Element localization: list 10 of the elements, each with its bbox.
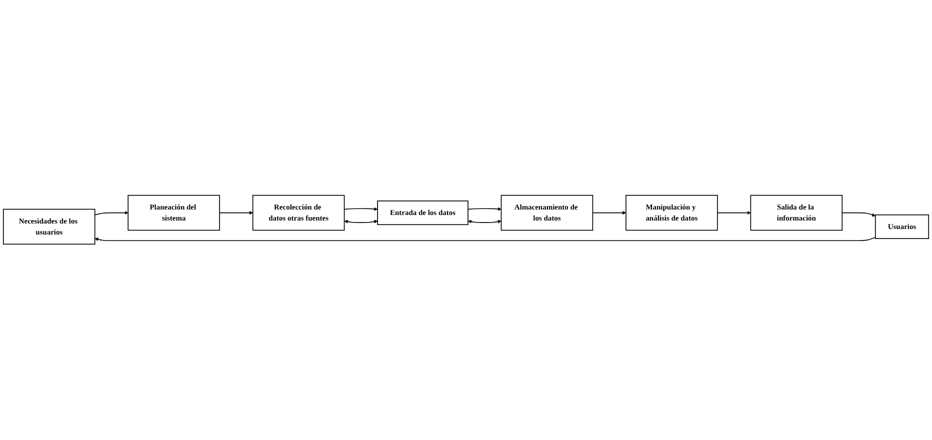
arrow <box>94 237 876 242</box>
arrow <box>94 211 128 216</box>
arrow <box>344 207 378 212</box>
arrow <box>468 207 502 212</box>
arrow <box>592 211 626 215</box>
arrow <box>344 220 378 224</box>
arrow <box>219 211 253 215</box>
arrow <box>468 220 502 224</box>
arrow <box>842 212 876 217</box>
arrow <box>717 211 751 215</box>
